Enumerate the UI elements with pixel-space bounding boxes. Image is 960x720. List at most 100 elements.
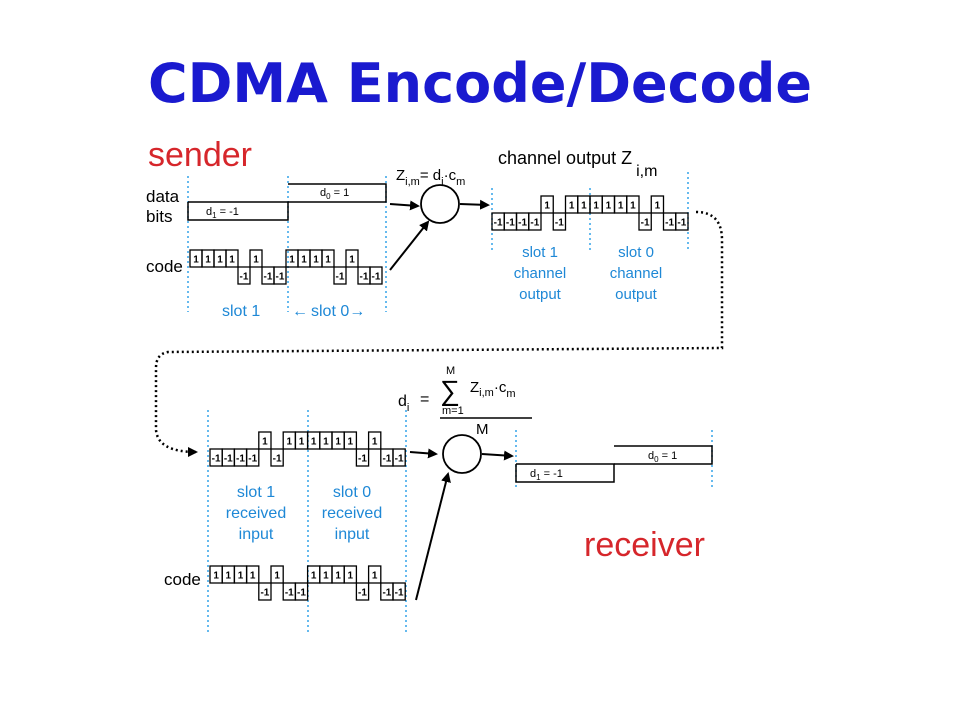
sender-code-chip-label: -1 (360, 272, 369, 283)
channel-chip-label: -1 (555, 218, 564, 229)
received-chip (367, 431, 382, 450)
sender-code-chip (369, 266, 383, 285)
channel-chip (638, 212, 652, 231)
channel-slot0-line3: output (615, 286, 658, 303)
receiver-label: receiver (584, 526, 705, 564)
sender-code-chip-label: 1 (205, 255, 211, 266)
sender-d1-label: d1 = -1 (206, 206, 239, 220)
receiver-code-chip-label: -1 (358, 588, 367, 599)
encode-formula: Zi,m= di·cm (396, 167, 465, 188)
code-to-multiplier-arrow (389, 220, 430, 271)
recv-slot0-line2: received (322, 505, 382, 522)
sender-slot-guides (187, 176, 387, 312)
channel-chip-label: -1 (506, 218, 515, 229)
channel-chip-label: -1 (518, 218, 527, 229)
channel-chip-label: 1 (630, 201, 636, 212)
received-chip-label: 1 (323, 437, 329, 448)
receiver-code-chip (367, 565, 382, 584)
sender-code-chip-label: -1 (372, 272, 381, 283)
receiver-code-label: code (164, 570, 201, 589)
sender-d0-label: d0 = 1 (320, 187, 349, 201)
sender-code-chip (225, 249, 239, 268)
receiver-code-chip-label: -1 (260, 588, 269, 599)
sender-data-waveform (187, 183, 387, 221)
channel-slot1-line3: output (519, 286, 562, 303)
receiver-code-chip (392, 582, 406, 601)
received-chip-label: 1 (262, 437, 268, 448)
sender-code-chip (321, 249, 335, 268)
sender-code-chip-label: 1 (349, 255, 355, 266)
channel-chip (675, 212, 689, 231)
receiver-code-chip-label: 1 (311, 571, 317, 582)
receiver-code-chip-label: 1 (238, 571, 244, 582)
channel-chip-label: 1 (655, 201, 661, 212)
sender-code-chip-label: -1 (276, 272, 285, 283)
received-chip-label: -1 (358, 454, 367, 465)
recv-slot1-line2: received (226, 505, 286, 522)
recv-slot0-line1: slot 0 (333, 484, 371, 501)
received-chip (270, 448, 284, 467)
receiver-code-chip-label: 1 (372, 571, 378, 582)
received-chip-label: -1 (382, 454, 391, 465)
channel-chip-label: 1 (544, 201, 550, 212)
receiver-data-waveform (515, 445, 713, 483)
channel-chip-label: -1 (530, 218, 539, 229)
received-chip-label: 1 (287, 437, 293, 448)
receiver-d0-label: d0 = 1 (648, 450, 677, 464)
channel-chip-label: -1 (665, 218, 674, 229)
data-bits-label-1: data (146, 187, 180, 206)
receiver-code-chip (245, 565, 260, 584)
received-chip-label: -1 (236, 454, 245, 465)
received-chip-label: 1 (299, 437, 305, 448)
sender-code-chip-label: 1 (289, 255, 295, 266)
receiver-code-chip-label: -1 (382, 588, 391, 599)
recv-slot0-line3: input (335, 526, 370, 543)
receiver-code-chip-label: 1 (335, 571, 341, 582)
decode-formula: di = M ∑ m=1 Zi,m·cm M (398, 365, 532, 438)
data-to-multiplier-arrow (389, 200, 420, 211)
recv-slot1-line3: input (239, 526, 274, 543)
receiver-code-chip-label: 1 (274, 571, 280, 582)
sender-code-chip (345, 249, 359, 268)
sender-code-chip-label: 1 (313, 255, 319, 266)
page-title: CDMA Encode/Decode (147, 52, 813, 115)
sender-code-chip-label: 1 (229, 255, 235, 266)
channel-chip-label: -1 (677, 218, 686, 229)
sender-code-chip-label: -1 (240, 272, 249, 283)
receiver-code-chip-label: -1 (285, 588, 294, 599)
sender-slot0-label: ←slot 0→ (292, 303, 365, 320)
encode-multiplier (420, 184, 460, 224)
receiver-code-chip-label: 1 (213, 571, 219, 582)
sender-code-chip (273, 266, 287, 285)
received-chip-label: -1 (395, 454, 404, 465)
receiver-code-chip-label: 1 (323, 571, 329, 582)
received-chip-label: -1 (212, 454, 221, 465)
sender-code-chip-label: 1 (301, 255, 307, 266)
receiver-code-chip-label: 1 (250, 571, 256, 582)
channel-chip (650, 195, 665, 214)
channel-chip (540, 195, 554, 214)
svg-text:Zi,m·cm: Zi,m·cm (470, 379, 516, 400)
sender-code-chip-label: -1 (336, 272, 345, 283)
received-chip-label: 1 (372, 437, 378, 448)
received-chip-label: 1 (311, 437, 317, 448)
svg-text:M: M (476, 421, 489, 438)
receiver-code-chip (355, 582, 370, 601)
sender-code-chip (237, 266, 251, 285)
decoder-to-output-arrow (481, 450, 514, 461)
decode-multiplier (442, 434, 482, 474)
receiver-code-chip-label: -1 (297, 588, 306, 599)
receiver-d1-label: d1 = -1 (530, 468, 563, 482)
channel-chip (626, 195, 640, 214)
channel-slot0-line1: slot 0 (618, 244, 654, 261)
sender-code-chip-label: 1 (217, 255, 223, 266)
svg-text:di: di (398, 393, 409, 414)
data-bits-label-2: bits (146, 207, 172, 226)
channel-chip-label: 1 (593, 201, 599, 212)
channel-chip-label: 1 (606, 201, 612, 212)
sender-slot1-label: slot 1 (222, 303, 260, 320)
channel-chip (528, 212, 542, 231)
svg-text:∑: ∑ (440, 375, 460, 406)
